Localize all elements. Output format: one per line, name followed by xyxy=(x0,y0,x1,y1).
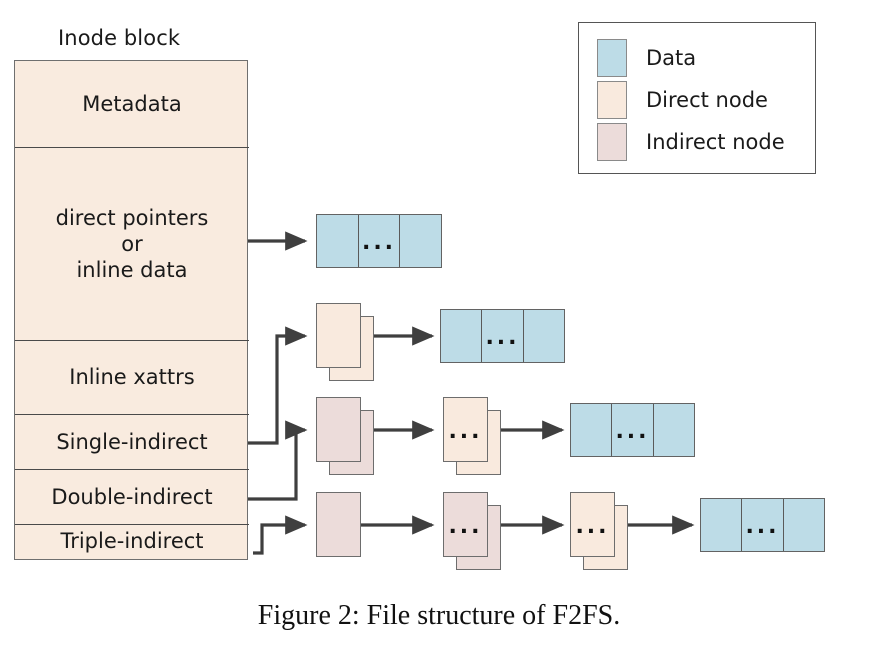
node-front-sheet xyxy=(316,303,361,368)
legend-swatch-indirect-node xyxy=(597,123,627,161)
ellipsis-label: ... xyxy=(615,419,650,444)
ellipsis-label: ... xyxy=(448,513,483,539)
inode-row-inline-xattrs: Inline xattrs xyxy=(15,340,249,414)
data-cell-ellipsis: ... xyxy=(611,404,652,456)
node-front-sheet xyxy=(316,397,361,462)
inode-row-label: Metadata xyxy=(82,91,182,116)
data-cell xyxy=(701,499,741,551)
ellipsis-label: ... xyxy=(575,513,610,539)
node-front-sheet: ... xyxy=(443,397,488,462)
data-block-r2: ... xyxy=(440,309,565,363)
inode-row-triple-indirect: Triple-indirect xyxy=(15,524,249,558)
inode-row-metadata: Metadata xyxy=(15,61,249,147)
data-cell xyxy=(399,215,441,267)
indirect-node-r3 xyxy=(316,397,374,475)
inode-row-label: Single-indirect xyxy=(56,429,208,454)
ellipsis-label: ... xyxy=(448,418,483,444)
data-block-inline: ... xyxy=(316,214,442,268)
data-block-r4: ... xyxy=(700,498,825,552)
inode-row-label: Triple-indirect xyxy=(60,529,204,554)
data-cell-ellipsis: ... xyxy=(481,310,522,362)
legend-item-data: Data xyxy=(597,39,696,77)
inode-row-single-indirect: Single-indirect xyxy=(15,414,249,469)
node-front-sheet: ... xyxy=(443,492,488,557)
data-cell xyxy=(317,215,358,267)
ellipsis-label: ... xyxy=(361,230,397,255)
direct-node-r3: ... xyxy=(443,397,501,475)
data-cell-ellipsis: ... xyxy=(357,215,400,267)
data-cell xyxy=(522,310,564,362)
indirect-node-r4-first xyxy=(316,492,374,570)
inode-row-double-indirect: Double-indirect xyxy=(15,469,249,524)
ellipsis-label: ... xyxy=(485,325,520,350)
wire-single-indirect xyxy=(248,326,308,445)
direct-node-r2 xyxy=(316,303,374,381)
legend-label: Data xyxy=(646,46,697,70)
inode-row-label: Double-indirect xyxy=(51,484,213,509)
legend-box: Data Direct node Indirect node xyxy=(578,22,816,174)
node-front-sheet xyxy=(316,492,361,557)
inode-row-label: Inline xattrs xyxy=(69,365,195,390)
legend-item-direct-node: Direct node xyxy=(597,81,768,119)
legend-swatch-direct-node xyxy=(597,81,627,119)
legend-item-indirect-node: Indirect node xyxy=(597,123,785,161)
figure-caption: Figure 2: File structure of F2FS. xyxy=(257,600,621,631)
ellipsis-label: ... xyxy=(745,514,780,539)
inode-block-title: Inode block xyxy=(58,26,181,50)
legend-swatch-data xyxy=(597,39,627,77)
data-cell xyxy=(652,404,694,456)
wire-triple-indirect xyxy=(253,515,308,555)
node-front-sheet: ... xyxy=(570,492,615,557)
data-cell xyxy=(782,499,824,551)
direct-node-r4: ... xyxy=(570,492,628,570)
legend-label: Direct node xyxy=(646,88,768,112)
data-block-r3: ... xyxy=(570,403,695,457)
data-cell xyxy=(441,310,481,362)
data-cell-ellipsis: ... xyxy=(741,499,782,551)
indirect-node-r4-second: ... xyxy=(443,492,501,570)
data-cell xyxy=(571,404,611,456)
legend-label: Indirect node xyxy=(646,130,785,154)
wire-double-indirect xyxy=(248,420,308,501)
